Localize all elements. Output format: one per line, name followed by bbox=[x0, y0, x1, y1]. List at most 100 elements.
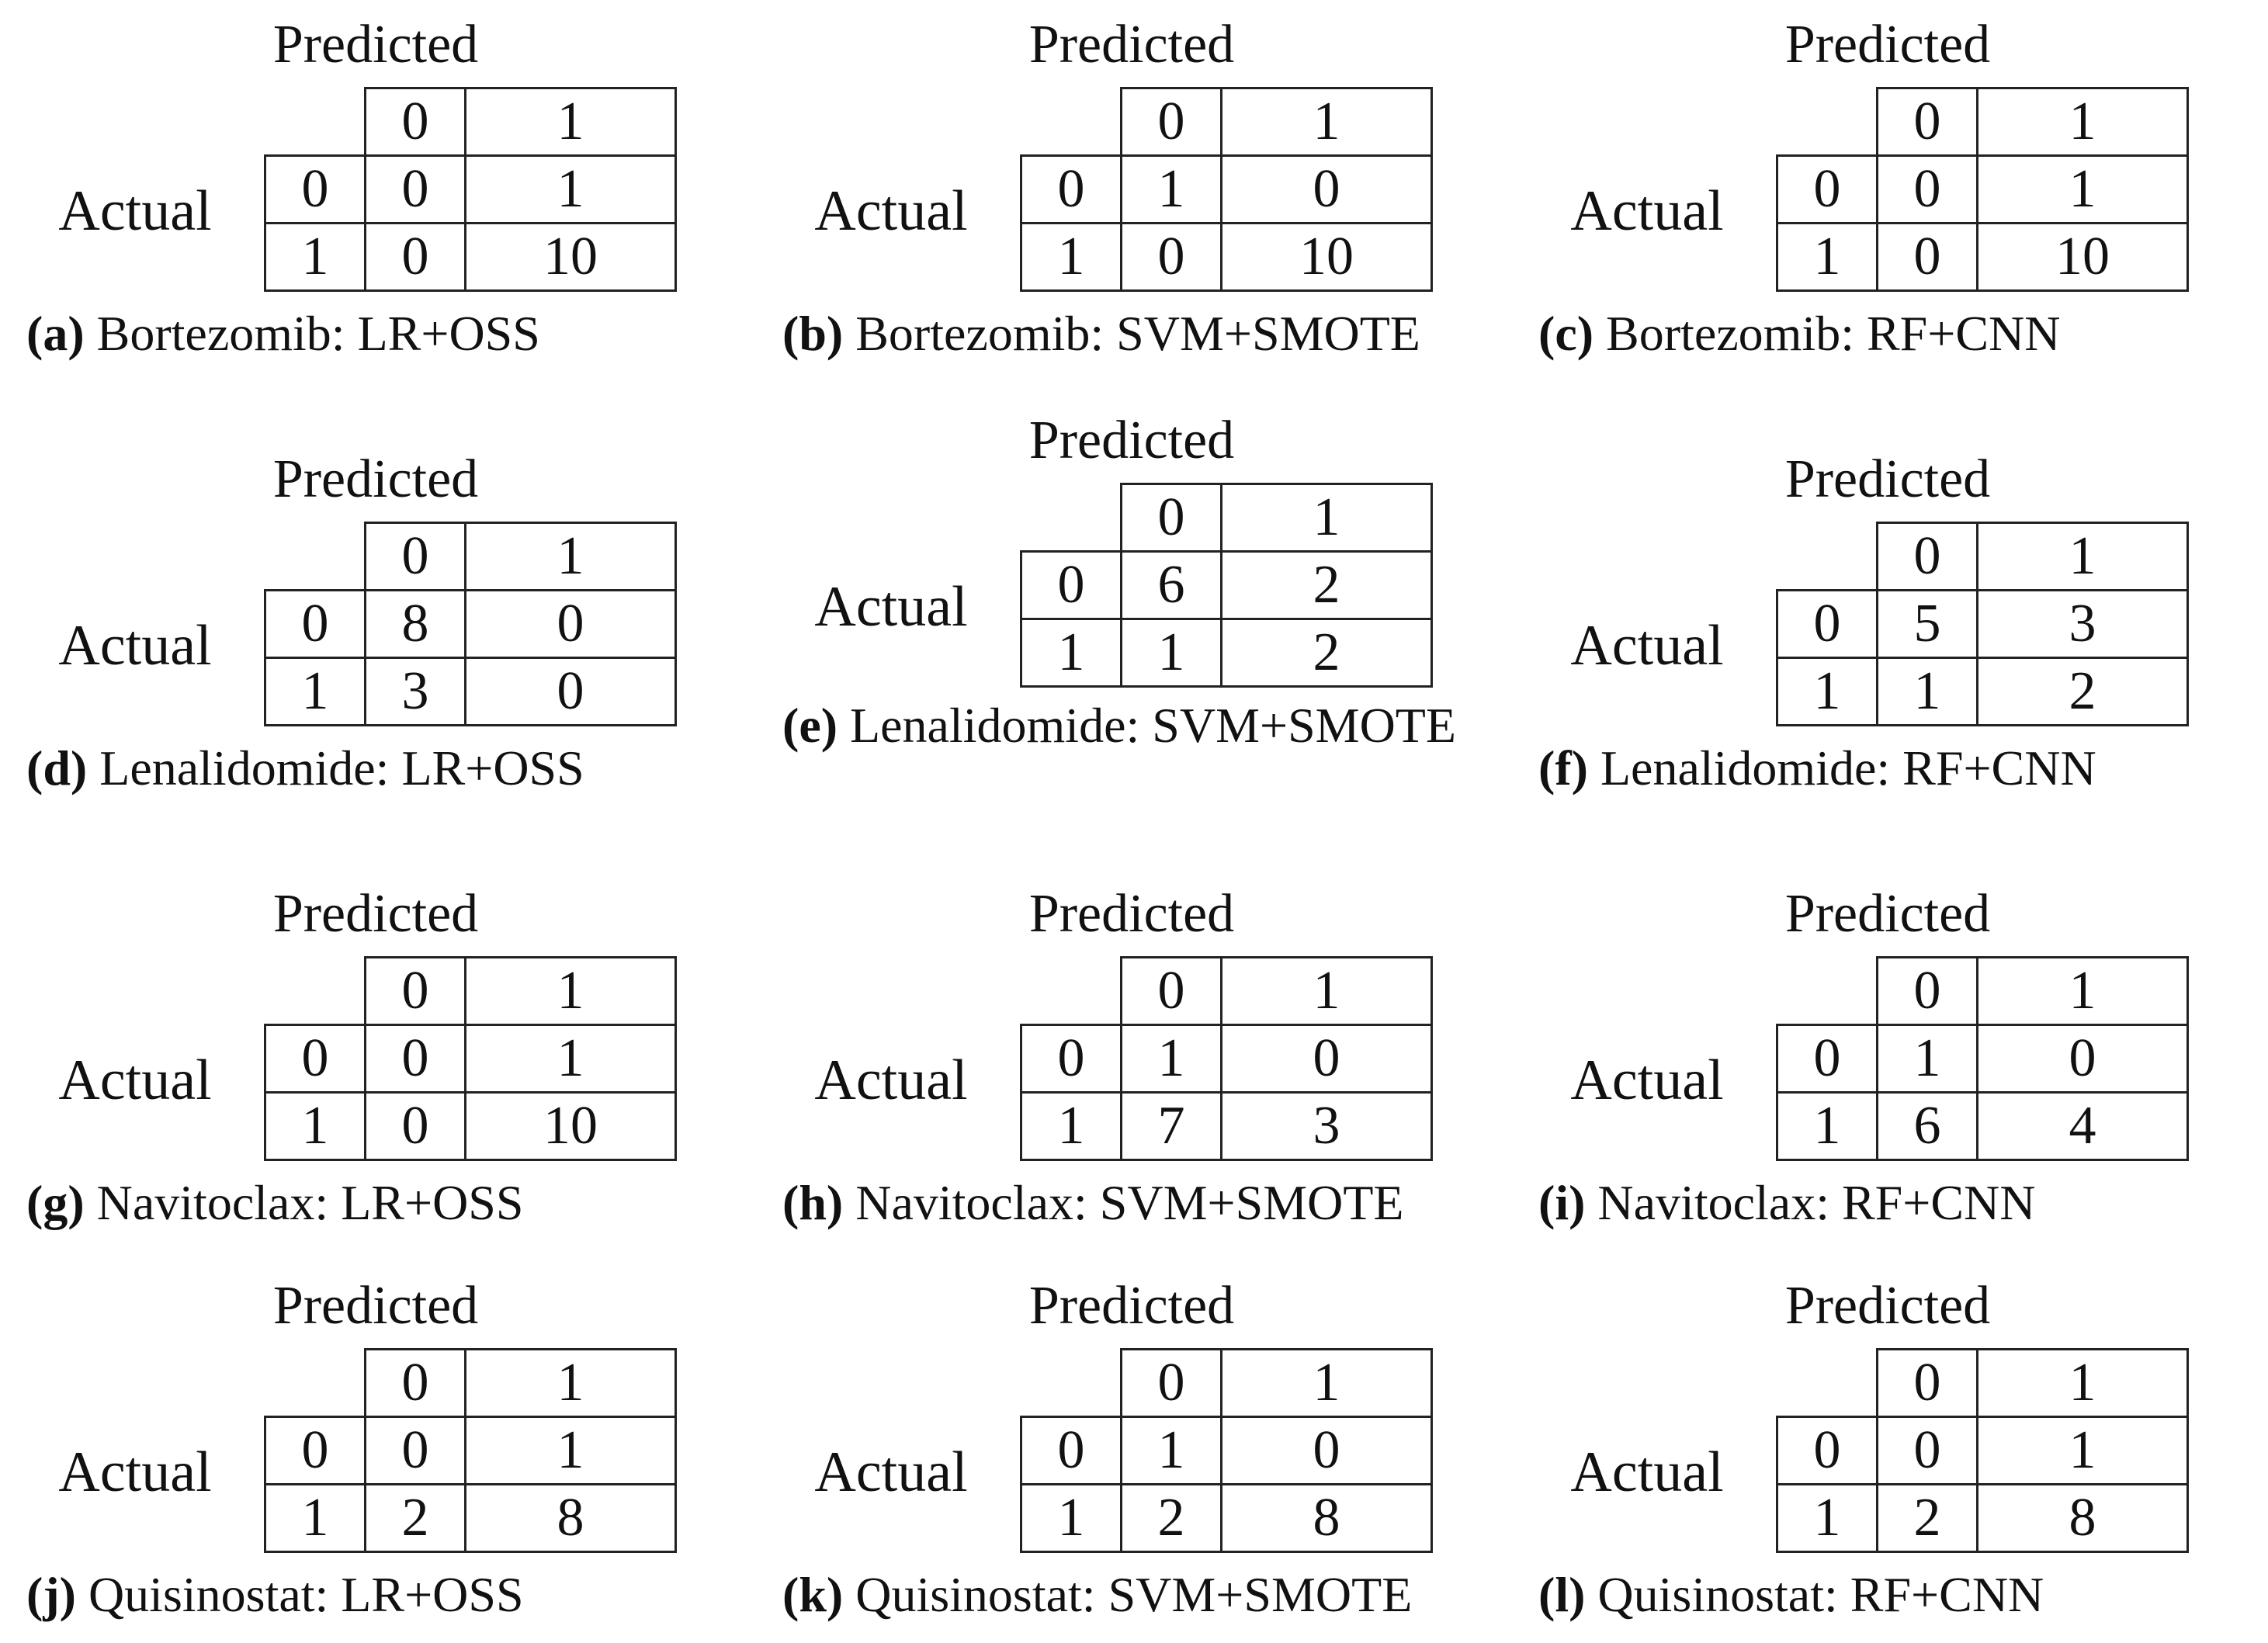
predicted-label: Predicted bbox=[272, 449, 479, 509]
panel-caption: (d) Lenalidomide: LR+OSS bbox=[26, 733, 740, 803]
panel-caption: (i) Navitoclax: RF+CNN bbox=[1538, 1168, 2252, 1238]
predicted-class-0: 0 bbox=[1876, 87, 1978, 157]
caption-title: Lenalidomide: RF+CNN bbox=[1600, 740, 2096, 796]
confusion-matrix: 0 1 0 0 1 1 0 10 bbox=[1776, 87, 2189, 292]
actual-label: Actual bbox=[58, 1440, 212, 1504]
cell-0-0: 6 bbox=[1120, 550, 1222, 620]
caption-title: Bortezomib: SVM+SMOTE bbox=[855, 306, 1420, 361]
actual-label: Actual bbox=[58, 614, 212, 678]
predicted-label: Predicted bbox=[1784, 1276, 1991, 1336]
actual-class-0: 0 bbox=[1776, 1416, 1878, 1485]
predicted-label: Predicted bbox=[272, 15, 479, 75]
actual-class-0: 0 bbox=[264, 1416, 366, 1485]
predicted-class-1: 1 bbox=[1976, 87, 2189, 157]
cell-1-0: 3 bbox=[364, 657, 466, 726]
cell-1-1: 2 bbox=[1220, 618, 1433, 688]
predicted-label: Predicted bbox=[1784, 15, 1991, 75]
actual-class-1: 1 bbox=[1020, 1091, 1122, 1161]
predicted-class-0: 0 bbox=[364, 956, 466, 1026]
actual-class-1: 1 bbox=[264, 1483, 366, 1553]
corner-cell bbox=[1021, 88, 1122, 157]
confusion-matrix: 0 1 0 8 0 1 3 0 bbox=[264, 522, 677, 726]
cell-0-1: 1 bbox=[464, 1416, 677, 1485]
panel-caption: (b) Bortezomib: SVM+SMOTE bbox=[782, 299, 1496, 369]
predicted-label: Predicted bbox=[1784, 884, 1991, 944]
predicted-class-1: 1 bbox=[1220, 483, 1433, 553]
caption-title: Quisinostat: LR+OSS bbox=[88, 1567, 524, 1622]
cell-1-0: 6 bbox=[1876, 1091, 1978, 1161]
confusion-matrix: 0 1 0 0 1 1 0 10 bbox=[264, 87, 677, 292]
panel-caption: (g) Navitoclax: LR+OSS bbox=[26, 1168, 740, 1238]
panel-caption: (a) Bortezomib: LR+OSS bbox=[26, 299, 740, 369]
caption-title: Quisinostat: RF+CNN bbox=[1597, 1567, 2044, 1622]
corner-cell bbox=[1021, 484, 1122, 553]
caption-title: Bortezomib: RF+CNN bbox=[1606, 306, 2061, 361]
predicted-label: Predicted bbox=[272, 884, 479, 944]
corner-cell bbox=[265, 522, 366, 591]
actual-class-0: 0 bbox=[264, 154, 366, 224]
cell-1-0: 1 bbox=[1120, 618, 1222, 688]
actual-class-0: 0 bbox=[264, 589, 366, 659]
panel-caption: (j) Quisinostat: LR+OSS bbox=[26, 1560, 740, 1630]
cell-0-1: 0 bbox=[464, 589, 677, 659]
panel-l: Predicted Actual 0 1 0 0 1 1 2 8 (l) Qui… bbox=[1512, 1261, 2268, 1643]
cell-1-0: 2 bbox=[364, 1483, 466, 1553]
actual-class-0: 0 bbox=[1776, 154, 1878, 224]
actual-class-0: 0 bbox=[1020, 154, 1122, 224]
actual-label: Actual bbox=[814, 575, 968, 639]
caption-title: Navitoclax: RF+CNN bbox=[1597, 1175, 2036, 1230]
cell-1-1: 0 bbox=[464, 657, 677, 726]
cell-1-1: 10 bbox=[1976, 222, 2189, 292]
predicted-label: Predicted bbox=[1784, 449, 1991, 509]
panel-caption: (f) Lenalidomide: RF+CNN bbox=[1538, 733, 2252, 803]
actual-label: Actual bbox=[58, 179, 212, 243]
predicted-class-0: 0 bbox=[364, 1348, 466, 1418]
cell-1-1: 8 bbox=[464, 1483, 677, 1553]
cell-0-1: 0 bbox=[1220, 1024, 1433, 1094]
caption-title: Lenalidomide: SVM+SMOTE bbox=[850, 698, 1456, 753]
cell-0-0: 0 bbox=[364, 1416, 466, 1485]
cell-0-0: 1 bbox=[1876, 1024, 1978, 1094]
confusion-matrix: 0 1 0 1 0 1 6 4 bbox=[1776, 956, 2189, 1161]
cell-0-0: 0 bbox=[1876, 1416, 1978, 1485]
panel-k: Predicted Actual 0 1 0 1 0 1 2 8 (k) Qui… bbox=[756, 1261, 1512, 1643]
predicted-class-0: 0 bbox=[1876, 1348, 1978, 1418]
caption-title: Quisinostat: SVM+SMOTE bbox=[855, 1567, 1413, 1622]
corner-cell bbox=[265, 957, 366, 1026]
cell-0-1: 1 bbox=[464, 1024, 677, 1094]
confusion-matrix: 0 1 0 1 0 1 0 10 bbox=[1020, 87, 1433, 292]
actual-label: Actual bbox=[814, 1049, 968, 1112]
predicted-class-1: 1 bbox=[1220, 956, 1433, 1026]
predicted-class-1: 1 bbox=[464, 1348, 677, 1418]
confusion-matrix: 0 1 0 5 3 1 1 2 bbox=[1776, 522, 2189, 726]
actual-class-1: 1 bbox=[1776, 222, 1878, 292]
cell-0-1: 3 bbox=[1976, 589, 2189, 659]
confusion-matrix: 0 1 0 0 1 1 2 8 bbox=[1776, 1348, 2189, 1553]
caption-label: (k) bbox=[782, 1567, 844, 1622]
predicted-class-1: 1 bbox=[1220, 87, 1433, 157]
confusion-matrix: 0 1 0 1 0 1 7 3 bbox=[1020, 956, 1433, 1161]
actual-class-1: 1 bbox=[264, 1091, 366, 1161]
cell-0-1: 0 bbox=[1220, 154, 1433, 224]
predicted-class-0: 0 bbox=[1876, 956, 1978, 1026]
predicted-class-0: 0 bbox=[1120, 1348, 1222, 1418]
cell-0-0: 1 bbox=[1120, 1024, 1222, 1094]
predicted-class-1: 1 bbox=[464, 87, 677, 157]
actual-class-0: 0 bbox=[1776, 589, 1878, 659]
caption-title: Navitoclax: SVM+SMOTE bbox=[855, 1175, 1404, 1230]
actual-class-1: 1 bbox=[1776, 657, 1878, 726]
corner-cell bbox=[1021, 957, 1122, 1026]
actual-class-0: 0 bbox=[1020, 550, 1122, 620]
cell-1-1: 10 bbox=[464, 222, 677, 292]
actual-label: Actual bbox=[1570, 1440, 1724, 1504]
cell-0-0: 1 bbox=[1120, 154, 1222, 224]
corner-cell bbox=[1777, 957, 1878, 1026]
caption-label: (l) bbox=[1538, 1567, 1586, 1622]
cell-1-0: 7 bbox=[1120, 1091, 1222, 1161]
caption-title: Lenalidomide: LR+OSS bbox=[99, 740, 584, 796]
cell-0-1: 0 bbox=[1220, 1416, 1433, 1485]
predicted-class-0: 0 bbox=[1876, 522, 1978, 591]
caption-label: (d) bbox=[26, 740, 88, 796]
predicted-class-0: 0 bbox=[1120, 956, 1222, 1026]
actual-class-0: 0 bbox=[1020, 1416, 1122, 1485]
